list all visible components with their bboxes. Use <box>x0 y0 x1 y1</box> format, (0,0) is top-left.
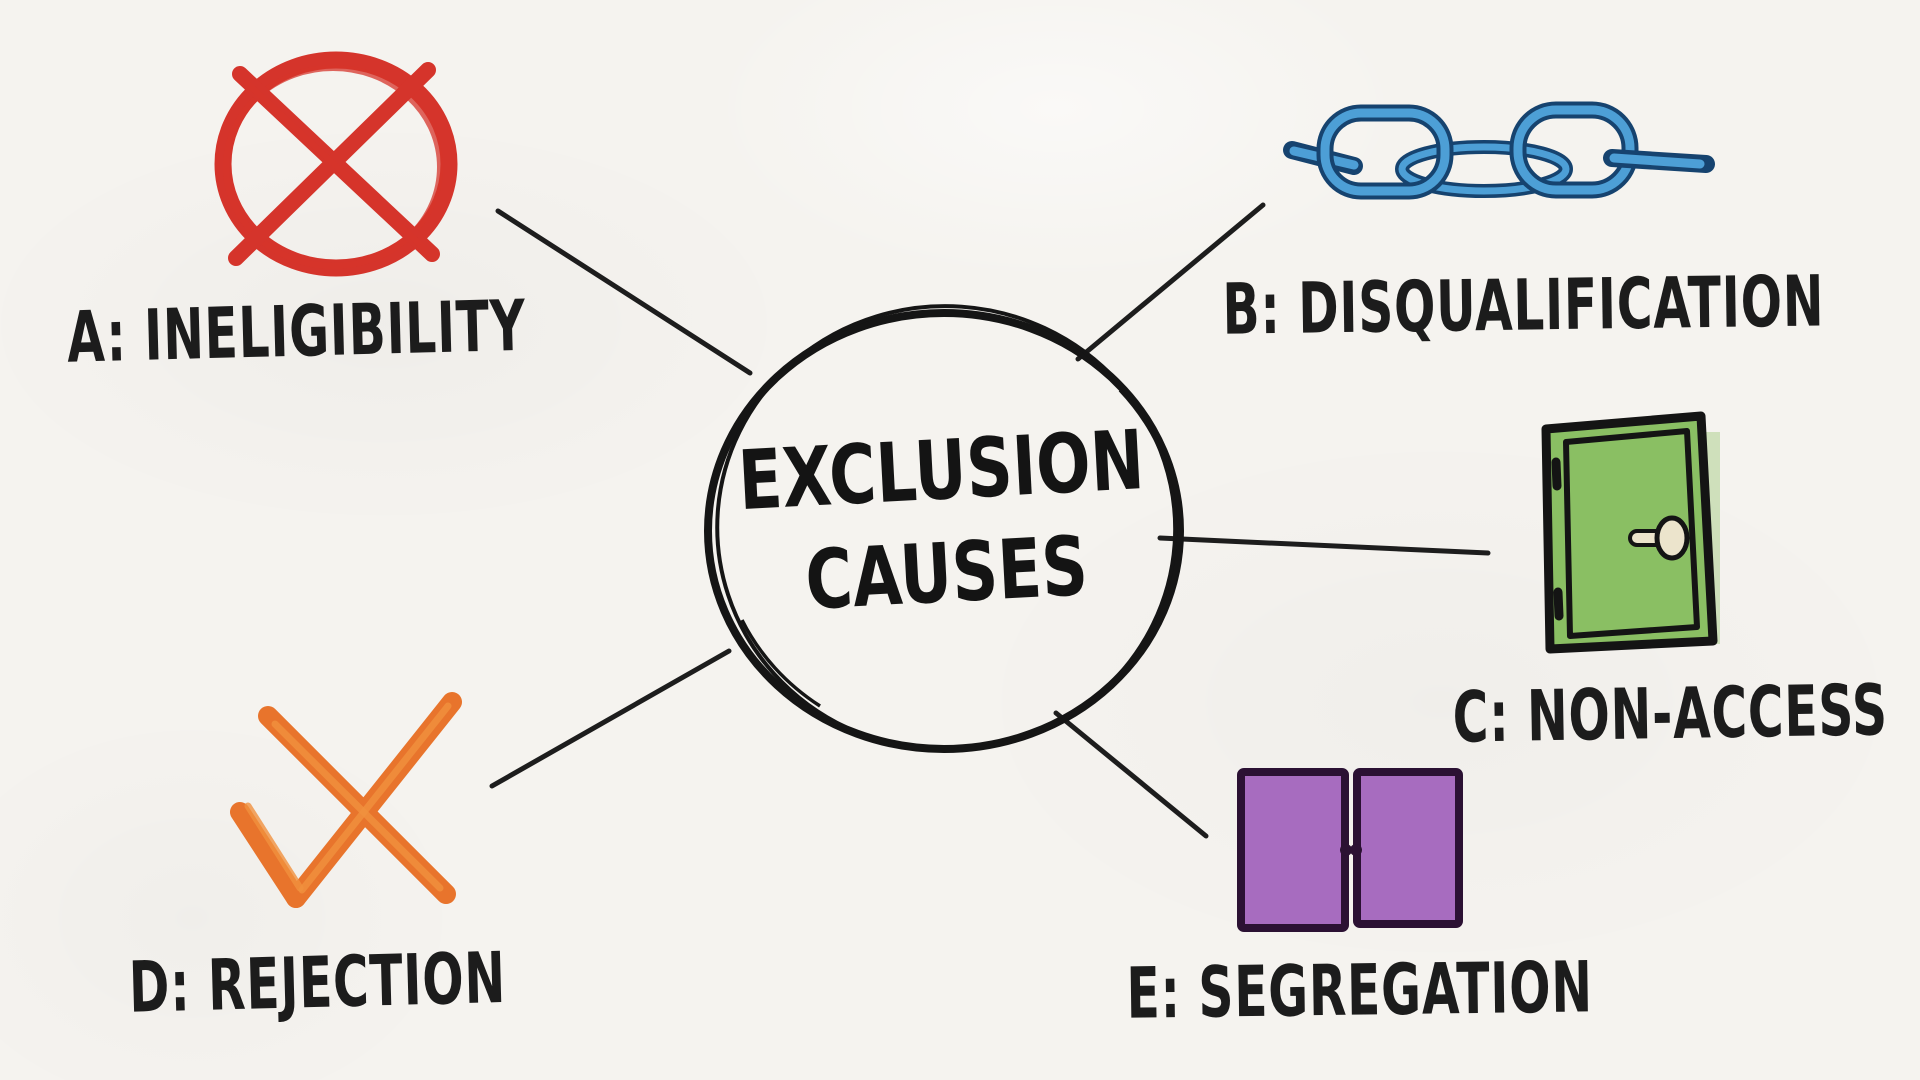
center-topic-line2: CAUSES <box>803 518 1091 629</box>
checkmark-icon <box>230 692 462 908</box>
node-label-ineligibility: A: INELIGIBILITY <box>66 285 527 380</box>
node-label-rejection: D: REJECTION <box>128 938 507 1030</box>
node-label-disqualification: B: DISQUALIFICATION <box>1222 261 1825 352</box>
door-icon <box>1541 411 1720 654</box>
no-entry-icon <box>214 51 458 277</box>
connector-lines <box>489 202 1491 839</box>
connector-line-d <box>489 648 732 789</box>
node-label-segregation: E: SEGREGATION <box>1126 947 1594 1036</box>
chain-icon <box>1283 101 1715 200</box>
connector-line-c <box>1157 535 1491 556</box>
center-circle <box>704 304 1184 753</box>
connector-line-b <box>1075 202 1266 362</box>
center-topic-label: EXCLUSION CAUSES <box>736 410 1152 636</box>
connector-line-a <box>495 208 753 376</box>
node-label-non-access: C: NON-ACCESS <box>1452 670 1889 760</box>
center-topic-line1: EXCLUSION <box>736 413 1147 530</box>
double-doors-icon <box>1237 768 1463 932</box>
connector-line-e <box>1053 710 1209 839</box>
